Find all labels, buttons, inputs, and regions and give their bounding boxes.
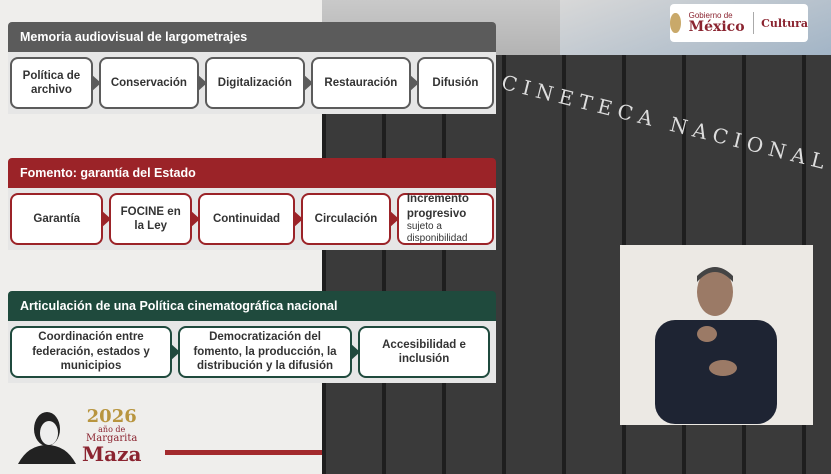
- step-label: Incremento progresivo: [406, 193, 469, 220]
- step-label: FOCINE en la Ley: [120, 205, 181, 232]
- process-step: Restauración: [310, 57, 411, 109]
- step-label: Restauración: [324, 76, 398, 89]
- step-note: sujeto a disponibilidad: [406, 220, 468, 245]
- step-label: Garantía: [33, 212, 81, 225]
- arrow-right-icon: [388, 210, 399, 228]
- process-step: Democratización del fomento, la producci…: [178, 326, 352, 378]
- margarita-maza-logo: 2026 año de Margarita Maza: [18, 408, 141, 464]
- process-step: FOCINE en la Ley: [109, 193, 192, 245]
- process-step: Política de archivo: [10, 57, 93, 109]
- process-step: Continuidad: [197, 193, 296, 245]
- section-articulacion: Articulación de una Política cinematográ…: [8, 291, 496, 383]
- step-label: Coordinación entre federación, estados y…: [32, 331, 150, 373]
- step-label: Conservación: [110, 76, 187, 89]
- process-flow: Garantía FOCINE en la Ley Continuidad Circu…: [8, 188, 496, 250]
- process-step: Garantía: [10, 193, 104, 245]
- process-step: Conservación: [98, 57, 199, 109]
- section-title: Articulación de una Política cinematográ…: [8, 291, 496, 321]
- interpreter-figure: [655, 267, 777, 424]
- process-flow: Coordinación entre federación, estados y…: [8, 321, 496, 383]
- step-label: Difusión: [432, 76, 479, 89]
- step-label: Accesibilidad e inclusión: [382, 338, 466, 365]
- arrow-right-icon: [302, 74, 313, 92]
- step-label: Política de archivo: [22, 69, 81, 96]
- process-step: Coordinación entre federación, estados y…: [10, 326, 172, 378]
- process-step: Difusión: [416, 57, 494, 109]
- arrow-right-icon: [189, 210, 200, 228]
- section-title: Memoria audiovisual de largometrajes: [8, 22, 496, 52]
- arrow-right-icon: [101, 210, 112, 228]
- arrow-right-icon: [90, 74, 101, 92]
- seal-icon: [670, 13, 681, 33]
- process-step: Accesibilidad e inclusión: [358, 326, 490, 378]
- process-step: Circulación: [301, 193, 391, 245]
- step-label: Circulación: [314, 212, 378, 225]
- process-flow: Política de archivo Conservación Digitaliz…: [8, 52, 496, 114]
- arrow-right-icon: [408, 74, 419, 92]
- arrow-right-icon: [350, 343, 360, 361]
- portrait-icon: [18, 412, 76, 464]
- arrow-right-icon: [170, 343, 180, 361]
- step-label: Democratización del fomento, la producci…: [193, 331, 337, 373]
- divider-line: [165, 450, 322, 455]
- step-label: Continuidad: [212, 212, 281, 225]
- process-step: Digitalización: [204, 57, 305, 109]
- step-label: Digitalización: [217, 76, 292, 89]
- section-title: Fomento: garantía del Estado: [8, 158, 496, 188]
- arrow-right-icon: [196, 74, 207, 92]
- arrow-right-icon: [293, 210, 304, 228]
